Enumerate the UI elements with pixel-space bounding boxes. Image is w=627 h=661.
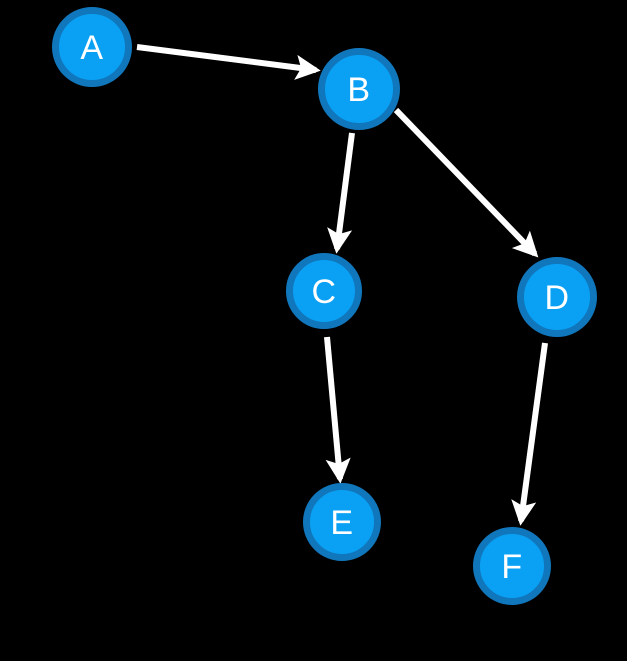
graph-edge-c-to-e — [324, 336, 351, 484]
node-circle-b[interactable] — [318, 48, 400, 130]
node-layer: A B C D E F — [52, 7, 597, 605]
graph-node-f[interactable]: F — [473, 527, 551, 605]
graph-edge-a-to-b — [136, 44, 321, 80]
node-circle-d[interactable] — [517, 257, 597, 337]
node-label-c: C — [311, 273, 336, 311]
node-circle-f[interactable] — [473, 527, 551, 605]
graph-node-d[interactable]: D — [517, 257, 597, 337]
edge-layer — [136, 44, 548, 526]
node-label-b: B — [347, 71, 370, 109]
graph-node-a[interactable]: A — [52, 7, 132, 87]
node-circle-e[interactable] — [303, 483, 381, 561]
graph-node-c[interactable]: C — [286, 253, 362, 329]
graph-edge-b-to-c — [327, 132, 355, 254]
graph-edge-d-to-f — [511, 342, 548, 526]
node-label-f: F — [501, 548, 522, 586]
node-label-a: A — [80, 29, 103, 67]
node-label-e: E — [330, 504, 353, 542]
graph-node-e[interactable]: E — [303, 483, 381, 561]
node-circle-c[interactable] — [286, 253, 362, 329]
graph-edge-b-to-d — [393, 107, 539, 258]
graph-node-b[interactable]: B — [318, 48, 400, 130]
node-label-d: D — [544, 279, 569, 317]
node-circle-a[interactable] — [52, 7, 132, 87]
